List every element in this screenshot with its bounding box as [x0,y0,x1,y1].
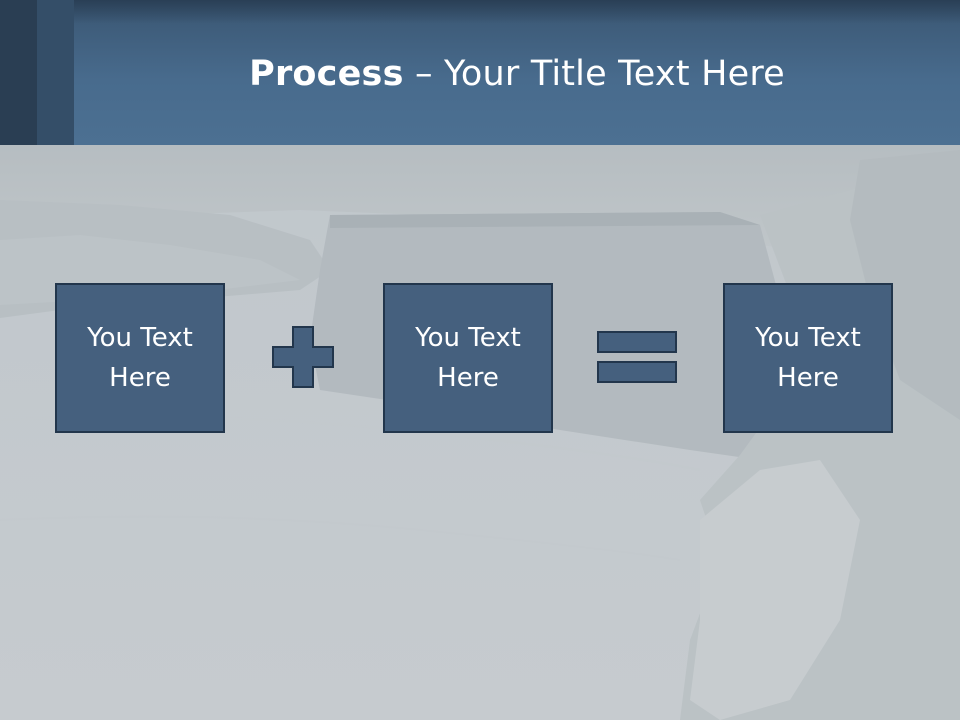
process-box-1-text: You Text Here [87,323,193,393]
process-box-2[interactable]: You Text Here [383,283,553,433]
process-box-3-text: You Text Here [755,323,861,393]
header-band: Process – Your Title Text Here [0,0,960,145]
equals-icon [597,331,677,383]
process-box-3[interactable]: You Text Here [723,283,893,433]
process-box-1[interactable]: You Text Here [55,283,225,433]
header-accent-dark [0,0,37,145]
plus-icon [272,326,334,388]
header-shade [0,0,960,24]
process-box-2-text: You Text Here [415,323,521,393]
title-bold: Process [249,54,404,94]
header-accent-mid [37,0,74,145]
title-rest: – Your Title Text Here [403,54,785,94]
slide-title: Process – Your Title Text Here [74,52,960,96]
